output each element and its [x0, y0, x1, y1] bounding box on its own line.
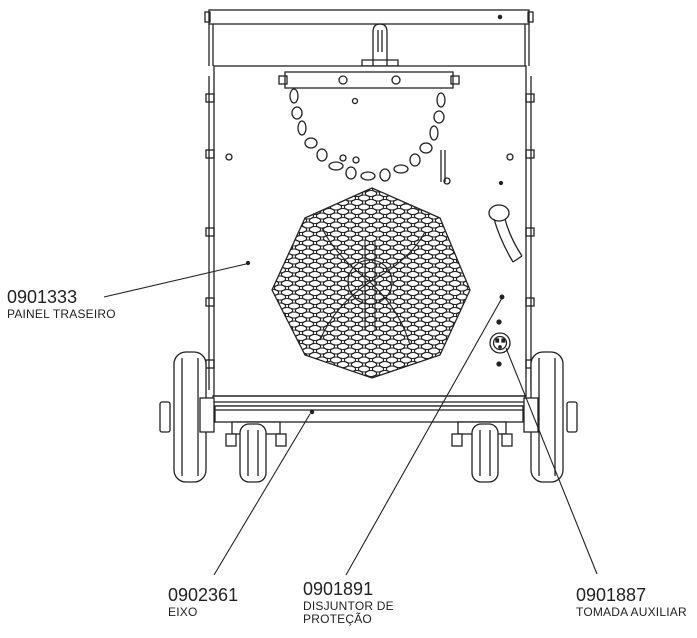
label-tomada-code: 0901887 [576, 585, 647, 605]
label-tomada: 0901887 TOMADA AUXILIAR [576, 585, 687, 619]
leader-lines [103, 263, 598, 576]
label-disjuntor-code: 0901891 [303, 579, 374, 599]
leader-tomada [505, 347, 598, 575]
label-painel: 0901333 PAINEL TRASEIRO [7, 287, 116, 321]
label-disjuntor: 0901891 DISJUNTOR DE PROTEÇÃO [303, 579, 394, 626]
left-wheel [159, 351, 215, 483]
label-disjuntor-desc-1: DISJUNTOR DE [303, 598, 394, 613]
leader-painel [103, 263, 247, 298]
fan-grille [271, 187, 471, 379]
label-eixo-desc: EIXO [168, 604, 198, 619]
left-caster [225, 421, 287, 483]
axle-base [212, 395, 526, 423]
leader-eixo [213, 413, 311, 576]
socket-area [489, 294, 511, 367]
top-handle [204, 9, 534, 67]
right-caster [451, 421, 513, 483]
leader-disjuntor [345, 297, 503, 576]
label-disjuntor-desc-2: PROTEÇÃO [303, 611, 372, 626]
label-eixo: 0902361 EIXO [168, 585, 239, 619]
cylinder-chain [278, 71, 460, 182]
label-painel-desc: PAINEL TRASEIRO [7, 306, 116, 321]
right-wheel [523, 351, 578, 483]
label-tomada-desc: TOMADA AUXILIAR [576, 604, 687, 619]
label-eixo-code: 0902361 [168, 585, 239, 605]
label-painel-code: 0901333 [7, 287, 78, 307]
cable-gland [488, 204, 523, 263]
